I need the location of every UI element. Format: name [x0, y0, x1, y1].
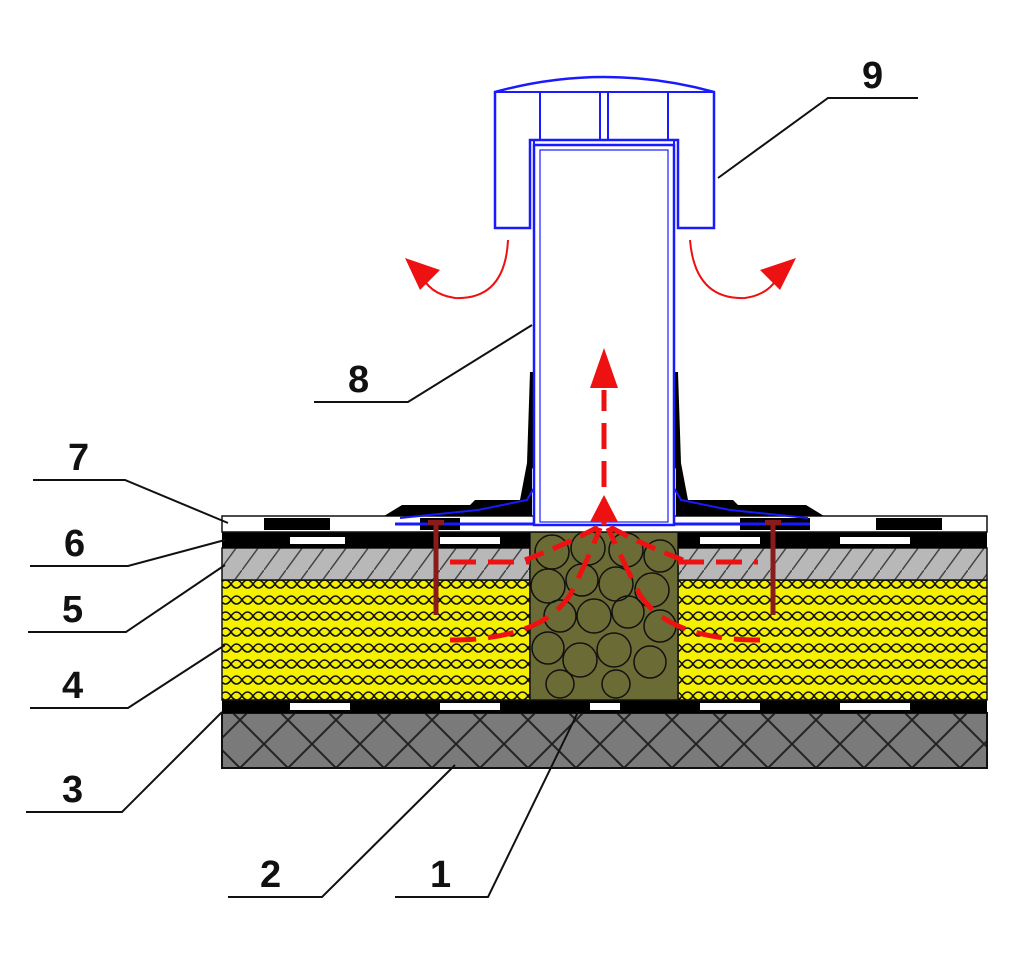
bottom-membrane-layer — [222, 700, 987, 713]
callout-5: 5 — [62, 589, 83, 631]
filler-core — [529, 530, 679, 701]
outflow-arrows — [405, 239, 796, 300]
callout-7: 7 — [68, 437, 89, 479]
callout-8: 8 — [348, 359, 369, 401]
callout-2: 2 — [260, 854, 281, 896]
callout-1: 1 — [430, 854, 451, 896]
callout-9: 9 — [862, 55, 883, 97]
callout-labels: 9 8 7 6 5 4 3 2 1 — [62, 55, 883, 896]
lower-membrane-layer — [222, 532, 987, 548]
callout-6: 6 — [64, 523, 85, 565]
airflow-arrows — [449, 348, 761, 643]
concrete-base-layer — [221, 712, 988, 769]
fastener-screws — [428, 520, 781, 615]
callout-4: 4 — [62, 665, 83, 707]
vent-cap — [493, 75, 716, 230]
leader-lines — [26, 97, 918, 898]
callout-3: 3 — [62, 769, 83, 811]
vent-flange — [384, 140, 824, 519]
